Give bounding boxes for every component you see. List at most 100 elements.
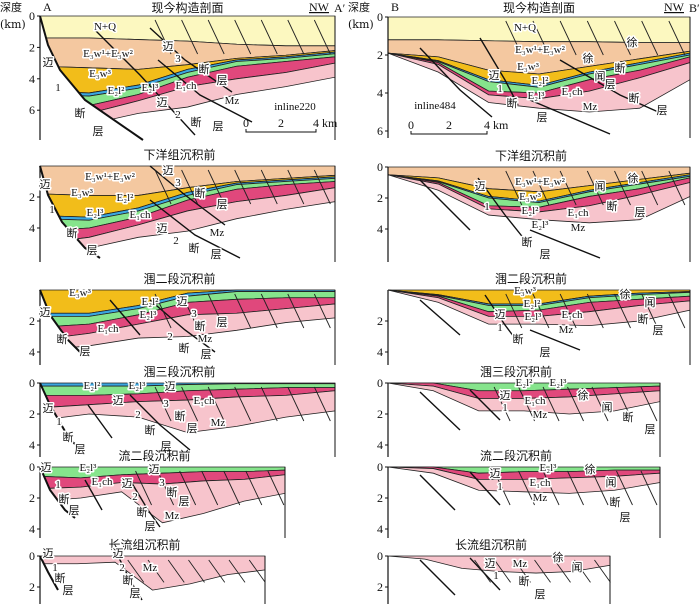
strata-label: Mz (559, 324, 574, 336)
minor-fault-line (287, 169, 305, 205)
fault-label: 断 (629, 91, 640, 105)
minor-fault-line (181, 293, 199, 329)
minor-fault-line (234, 19, 252, 55)
strata-label: Mz (210, 227, 225, 239)
fault-label: 层 (657, 104, 668, 117)
fault-label: 层 (63, 584, 74, 597)
minor-fault-line (234, 293, 252, 329)
strata-label: E₂l³ (550, 377, 568, 389)
minor-fault-line (260, 386, 278, 422)
strata-label: E₂l² (142, 296, 160, 308)
fault-label: 1 (484, 201, 490, 213)
fault-label: 断 (167, 485, 178, 499)
strata-label: Mz (513, 558, 528, 570)
fault-label: 断 (75, 106, 86, 120)
fault-line (419, 474, 456, 511)
fault-label: 迈 (475, 180, 486, 193)
depth-tick-label: 2 (377, 491, 383, 505)
panel-title: 涠二段沉积前 (495, 271, 567, 286)
fault-label: 迈 (177, 295, 188, 308)
depth-tick-label: 0 (29, 376, 35, 390)
strata-label: E₃w¹+E₃w² (85, 171, 135, 183)
panel-title: 流二段沉积前 (118, 448, 190, 463)
scale-bar (410, 131, 488, 135)
minor-fault-line (493, 386, 511, 422)
fault-line (529, 329, 581, 351)
strata-label: E₂l³ (80, 462, 98, 474)
section-start-label: B (391, 0, 399, 14)
minor-fault-line (559, 170, 577, 206)
strata-label: E₃w¹+E₃w² (515, 176, 565, 188)
depth-unit: (km) (348, 18, 374, 31)
fault-label: 层 (620, 511, 631, 524)
depth-tick-label: 0 (377, 549, 383, 563)
depth-tick-label: 4 (377, 86, 383, 100)
fault-label: 断 (191, 115, 202, 129)
fault-label: 断 (623, 410, 634, 424)
depth-tick-label: 4 (29, 72, 35, 86)
fault-label: 1 (502, 402, 508, 414)
minor-fault-line (532, 20, 550, 56)
minor-fault-line (234, 169, 252, 205)
fault-label: 断 (195, 319, 206, 333)
depth-tick-label: 2 (29, 407, 35, 421)
minor-fault-line (559, 20, 577, 56)
strata-label: E₁ch (176, 80, 197, 92)
fault-label: 层 (145, 520, 156, 533)
fault-line (149, 27, 233, 93)
minor-fault-line (313, 293, 331, 329)
fault-line (109, 299, 141, 336)
fault-label: 徐 (627, 35, 638, 49)
fault-label: 3 (163, 398, 169, 410)
minor-fault-line (313, 169, 331, 205)
strata-label: E₂l² (532, 75, 550, 87)
minor-fault-line (574, 559, 591, 583)
minor-fault-line (614, 170, 631, 206)
fault-label: 1 (56, 416, 62, 428)
fault-label: 迈 (485, 557, 496, 570)
scale-label: 2 (278, 116, 284, 130)
fault-line (129, 479, 161, 528)
minor-fault-line (181, 19, 199, 55)
depth-tick-label: 4 (377, 438, 383, 452)
panel-title: 长流组沉积前 (108, 537, 180, 552)
minor-fault-line (287, 386, 305, 422)
fault-line (419, 299, 461, 336)
strata-label: E₂l³ (140, 309, 158, 321)
panel-title: 长流组沉积前 (455, 537, 527, 552)
fault-line (149, 199, 241, 259)
minor-fault-line (542, 386, 560, 422)
fault-label: 1 (497, 83, 503, 95)
fault-label: 1 (52, 562, 58, 574)
fault-label: 断 (63, 430, 74, 444)
fault-label: 层 (635, 206, 646, 219)
fault-1-line (39, 289, 81, 353)
strata-label: inline220 (274, 101, 316, 113)
fault-label: 迈 (157, 96, 168, 109)
fault-label: 层 (75, 443, 86, 456)
scale-label: 0 (243, 116, 249, 130)
strata-label: Mz (533, 409, 548, 421)
strata-label: E₁ch (562, 86, 583, 98)
fault-label: 徐 (553, 550, 564, 564)
fault-label: 徐 (620, 287, 631, 301)
minor-fault-line (207, 169, 225, 205)
minor-fault-line (591, 470, 609, 506)
fault-label: 层 (605, 78, 616, 91)
fault-label: 闻 (606, 475, 617, 489)
strata-label: E₂l² (516, 377, 534, 389)
strata-label: E₃w³ (71, 187, 93, 199)
strata-label: E₁ch (525, 395, 546, 407)
minor-fault-line (591, 386, 609, 422)
depth-tick-label: 4 (377, 522, 383, 536)
depth-axis-title: 深度 (0, 0, 22, 14)
depth-tick-label: 6 (377, 124, 383, 138)
fault-label: 迈 (495, 308, 506, 321)
minor-fault-line (668, 20, 686, 56)
minor-fault-line (245, 470, 263, 506)
minor-fault-line (201, 470, 219, 506)
